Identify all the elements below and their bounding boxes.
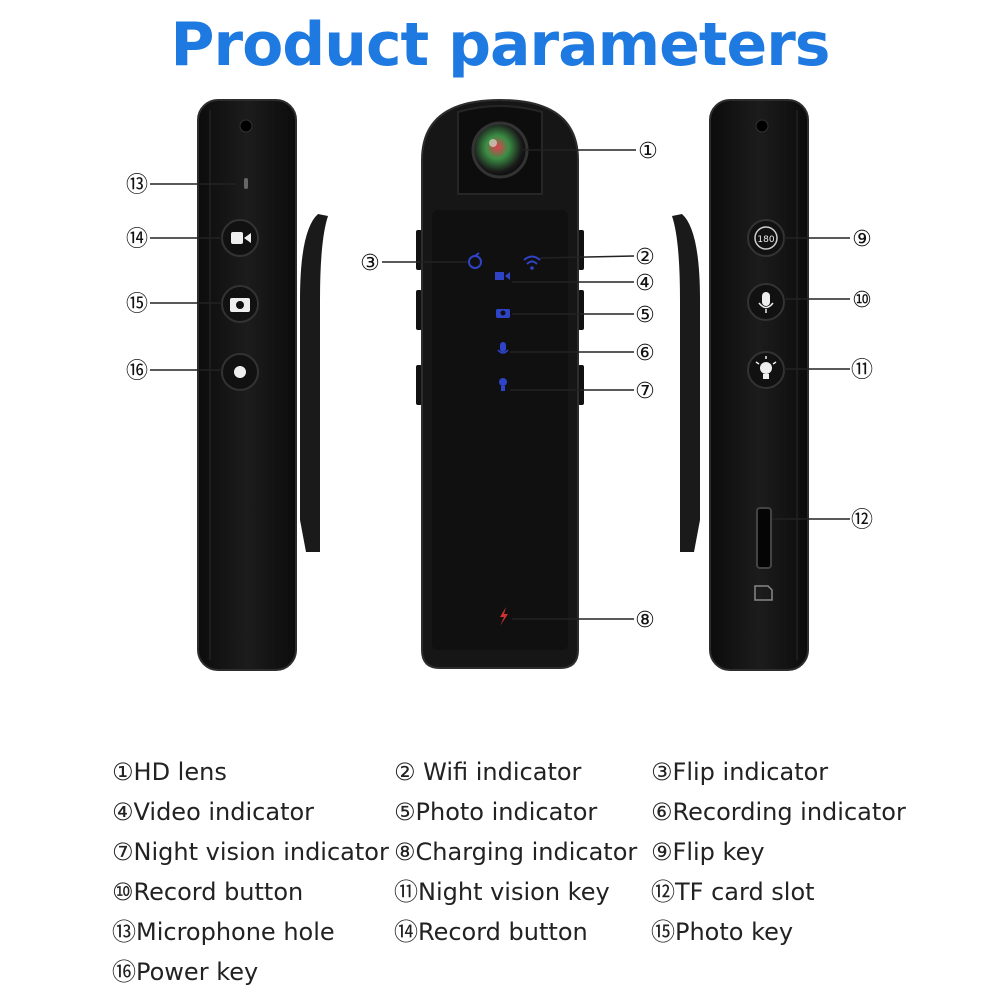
legend-item: ⑩Record button [112,878,304,906]
video-icon [231,232,243,244]
video-indicator [495,272,510,280]
callout-11: ⑪ [851,358,873,383]
legend-item: ⑯Power key [112,958,259,986]
legend-item: ③Flip indicator [651,758,829,786]
callout-5: ⑤ [635,303,655,328]
legend-item: ⑮Photo key [651,918,794,946]
legend-item: ⑫TF card slot [651,878,815,906]
callout-15: ⑮ [126,292,148,317]
legend-item: ⑧Charging indicator [394,838,638,866]
tf-card-slot[interactable] [756,507,772,569]
front-panel [432,210,568,650]
night-vision-indicator [499,378,507,391]
right-side-view: 180 [672,99,809,671]
callout-8: ⑧ [635,608,655,633]
callout-lines [150,149,850,620]
legend-item: ⑦Night vision indicator [112,838,389,866]
record-button-left[interactable] [221,219,259,257]
microphone-icon [762,292,770,306]
legend-item: ④Video indicator [112,798,315,826]
legend-item: ⑤Photo indicator [394,798,598,826]
power-key[interactable] [221,353,259,391]
screw-icon [239,119,253,133]
flip-indicator [468,252,482,269]
legend-item: ⑬Microphone hole [112,918,335,946]
callout-13: ⑬ [126,173,148,198]
page-title: Product parameters [170,10,831,80]
callout-9: ⑨ [852,227,872,252]
flip-key[interactable]: 180 [747,219,785,257]
flip-key-label: 180 [757,235,774,245]
legend-item: ⑨Flip key [651,838,765,866]
belt-clip [300,214,328,552]
bulb-icon [760,362,772,374]
rotate-icon [754,226,778,250]
legend-item: ② Wifi indicator [394,758,582,786]
callout-6: ⑥ [635,341,655,366]
record-button-right[interactable] [747,283,785,321]
screw-icon [755,119,769,133]
callout-3: ③ [360,251,380,276]
device-diagram: 180 [126,98,873,671]
legend-item: ⑭Record button [394,918,588,946]
callout-1: ① [638,139,658,164]
sd-card-icon [754,585,773,601]
callout-14: ⑭ [126,227,148,252]
hd-lens [471,121,529,179]
photo-indicator [496,309,510,318]
microphone-hole [244,178,248,189]
callout-10: ⑩ [852,288,872,313]
photo-key[interactable] [221,285,259,323]
wifi-indicator [523,255,541,270]
power-dot-icon [234,366,246,378]
callout-4: ④ [635,271,655,296]
charging-indicator [500,607,508,626]
legend-item: ①HD lens [112,758,227,786]
parameter-legend: ①HD lens ② Wifi indicator ③Flip indicato… [112,752,912,992]
recording-indicator [497,342,509,354]
callout-16: ⑯ [126,359,148,384]
night-vision-key[interactable] [747,351,785,389]
left-side-view [197,99,328,671]
callout-12: ⑫ [851,508,873,533]
callout-7: ⑦ [635,379,655,404]
legend-item: ⑪Night vision key [394,878,610,906]
front-view [416,98,584,669]
callout-2: ② [635,245,655,270]
belt-clip [672,214,700,552]
legend-item: ⑥Recording indicator [651,798,906,826]
